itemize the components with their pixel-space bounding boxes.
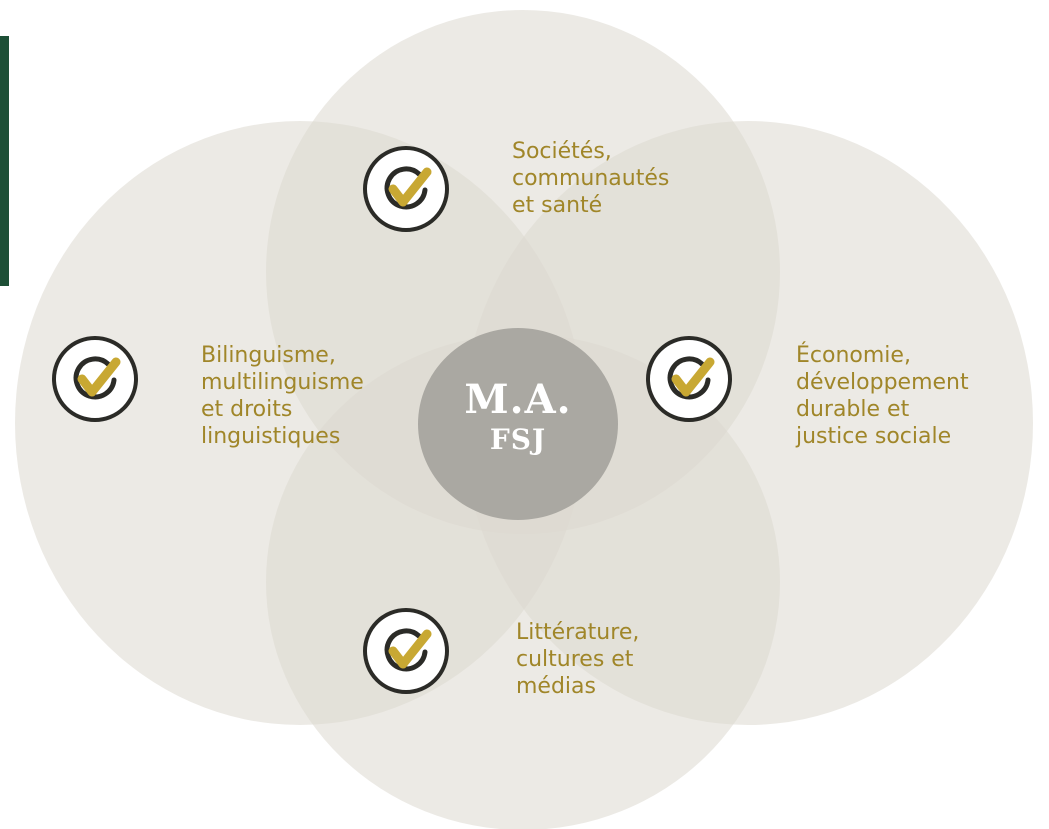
theme-label-right: Économie, développement durable et justi… [796, 343, 969, 449]
side-accent-bar [0, 36, 9, 286]
check-circle-icon [52, 336, 138, 422]
check-circle-icon [646, 336, 732, 422]
check-circle-icon [363, 146, 449, 232]
center-label: M.A. FSJ [428, 380, 608, 454]
check-circle-icon [363, 608, 449, 694]
theme-label-top: Sociétés, communautés et santé [512, 139, 670, 218]
center-subtitle: FSJ [489, 423, 547, 456]
theme-label-bottom: Littérature, cultures et médias [516, 620, 640, 699]
venn-circle-bottom [266, 334, 780, 829]
center-title: M.A. [464, 376, 572, 423]
theme-label-left: Bilinguisme, multilinguisme et droits li… [201, 343, 364, 449]
venn-center [418, 328, 618, 520]
